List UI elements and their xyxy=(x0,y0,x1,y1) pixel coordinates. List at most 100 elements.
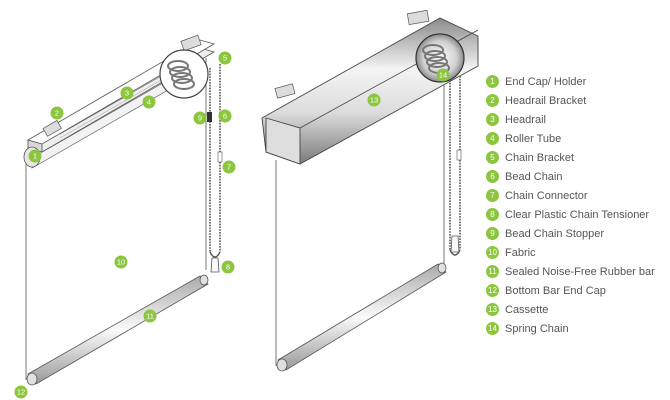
legend-item: 14 Spring Chain xyxy=(486,319,655,338)
callout-2: 2 xyxy=(50,106,64,120)
callout-number: 1 xyxy=(33,152,37,161)
callout-7: 7 xyxy=(222,160,236,174)
callout-badge-icon xyxy=(222,160,236,174)
callout-3: 3 xyxy=(120,86,134,100)
callout-number: 10 xyxy=(117,258,125,267)
legend-item: 6 Bead Chain xyxy=(486,167,655,186)
legend-item: 12 Bottom Bar End Cap xyxy=(486,281,655,300)
legend-label: Fabric xyxy=(505,246,536,259)
legend-item: 3 Headrail xyxy=(486,110,655,129)
legend-label: Sealed Noise-Free Rubber bar xyxy=(505,265,655,278)
callout-4: 4 xyxy=(142,95,156,109)
callout-1: 1 xyxy=(28,149,42,163)
legend-badge-icon: 3 xyxy=(486,113,499,126)
callout-8: 8 xyxy=(221,260,235,274)
callout-badge-icon xyxy=(367,93,381,107)
callout-number: 8 xyxy=(226,263,230,272)
left-blind xyxy=(23,34,223,386)
callout-number: 4 xyxy=(147,98,151,107)
legend-badge-icon: 6 xyxy=(486,170,499,183)
left-bead-chain-stopper xyxy=(207,112,212,122)
legend-item: 10 Fabric xyxy=(486,243,655,262)
callout-11: 11 xyxy=(143,309,157,323)
callout-number: 11 xyxy=(146,312,154,321)
right-cassette-front xyxy=(265,117,301,165)
right-top-bracket-1 xyxy=(274,83,296,99)
callout-badge-icon xyxy=(218,109,232,123)
callout-12: 12 xyxy=(14,385,28,399)
legend-label: Bottom Bar End Cap xyxy=(505,284,606,297)
legend-badge-icon: 14 xyxy=(486,322,499,335)
left-bottom-bar xyxy=(27,275,209,385)
left-chain-connector xyxy=(217,151,223,163)
callout-badge-icon xyxy=(221,260,235,274)
legend-item: 13 Cassette xyxy=(486,300,655,319)
callout-5: 5 xyxy=(218,51,232,65)
callout-number: 3 xyxy=(125,89,129,98)
left-headrail-bracket-1 xyxy=(42,120,62,137)
legend-label: Chain Bracket xyxy=(505,151,575,164)
legend-label: Roller Tube xyxy=(505,132,562,145)
legend-label: Chain Connector xyxy=(505,189,588,202)
right-bottom-bar-end-cap-2 xyxy=(437,262,447,274)
callout-badge-icon xyxy=(218,51,232,65)
right-bottom-bar-end-cap xyxy=(276,358,288,372)
callout-number: 12 xyxy=(17,388,25,397)
callout-badge-icon xyxy=(14,385,28,399)
legend-label: Spring Chain xyxy=(505,322,569,335)
legend-badge-icon: 8 xyxy=(486,208,499,221)
legend-item: 4 Roller Tube xyxy=(486,129,655,148)
legend-badge-icon: 1 xyxy=(486,75,499,88)
right-chain-tensioner xyxy=(450,235,460,253)
callout-9: 9 xyxy=(193,111,207,125)
legend-label: Clear Plastic Chain Tensioner xyxy=(505,208,650,221)
right-top-bracket-2 xyxy=(406,9,430,26)
legend-badge-icon: 10 xyxy=(486,246,499,259)
callout-number: 5 xyxy=(223,54,227,63)
legend-item: 5 Chain Bracket xyxy=(486,148,655,167)
left-chain-loop xyxy=(209,251,221,258)
callout-number: 6 xyxy=(223,112,227,121)
callout-badge-icon xyxy=(50,106,64,120)
legend-label: Headrail Bracket xyxy=(505,94,587,107)
right-spring-coil xyxy=(422,44,450,74)
callout-6: 6 xyxy=(218,109,232,123)
legend-item: 11 Sealed Noise-Free Rubber bar xyxy=(486,262,655,281)
legend-badge-icon: 12 xyxy=(486,284,499,297)
callout-number: 2 xyxy=(55,109,59,118)
callout-badge-icon xyxy=(436,68,450,82)
legend-label: Cassette xyxy=(505,303,549,316)
legend-label: Headrail xyxy=(505,113,546,126)
left-spring-coil xyxy=(167,60,195,90)
callout-10: 10 xyxy=(114,255,128,269)
right-bottom-bar xyxy=(277,263,447,371)
callout-number: 14 xyxy=(439,71,447,80)
right-chain-connector xyxy=(456,149,462,161)
legend-badge-icon: 5 xyxy=(486,151,499,164)
legend-badge-icon: 7 xyxy=(486,189,499,202)
callout-13: 13 xyxy=(367,93,381,107)
legend-badge-icon: 4 xyxy=(486,132,499,145)
left-headrail-bracket-2 xyxy=(180,34,202,52)
legend-badge-icon: 11 xyxy=(486,265,499,278)
callout-badge-icon xyxy=(143,309,157,323)
legend-item: 8 Clear Plastic Chain Tensioner xyxy=(486,205,655,224)
left-chain-tensioner xyxy=(210,257,220,273)
legend-label: Bead Chain xyxy=(505,170,563,183)
callout-number: 7 xyxy=(227,163,231,172)
callout-badge-icon xyxy=(193,111,207,125)
callout-badge-icon xyxy=(114,255,128,269)
legend-badge-icon: 13 xyxy=(486,303,499,316)
callout-badge-icon xyxy=(142,95,156,109)
legend-badge-icon: 2 xyxy=(486,94,499,107)
callout-number: 9 xyxy=(198,114,202,123)
callout-14: 14 xyxy=(436,68,450,82)
legend-item: 7 Chain Connector xyxy=(486,186,655,205)
left-bottom-bar-end-cap-2 xyxy=(199,274,209,286)
legend-badge-icon: 9 xyxy=(486,227,499,240)
